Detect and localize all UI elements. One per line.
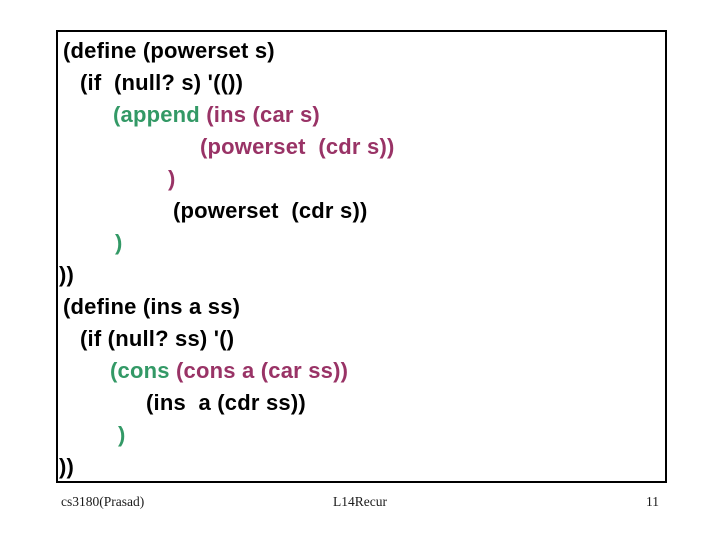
code-line: (if (null? ss) '() bbox=[80, 323, 665, 355]
code-token: (ins a (cdr ss)) bbox=[146, 390, 306, 415]
code-line: ) bbox=[115, 227, 665, 259]
code-line: (if (null? s) '(()) bbox=[80, 67, 665, 99]
code-token: (if (null? ss) '() bbox=[80, 326, 235, 351]
footer-lecture: L14Recur bbox=[333, 494, 387, 509]
code-token: (ins (car s) bbox=[206, 102, 320, 127]
footer: cs3180(Prasad) L14Recur 11 bbox=[0, 494, 720, 516]
code-line: (append (ins (car s) bbox=[113, 99, 665, 131]
footer-course: cs3180(Prasad) bbox=[61, 494, 145, 509]
code-token: (define (ins a ss) bbox=[63, 294, 241, 319]
code-line: (define (powerset s) bbox=[63, 35, 665, 67]
code-token: ) bbox=[115, 230, 123, 255]
code-token: (cons bbox=[110, 358, 176, 383]
code-line: ) bbox=[168, 163, 665, 195]
page-number: 11 bbox=[646, 494, 659, 509]
code-token: (cons a (car ss)) bbox=[176, 358, 349, 383]
code-line: )) bbox=[59, 259, 665, 291]
code-token: ) bbox=[168, 166, 176, 191]
code-line: (ins a (cdr ss)) bbox=[146, 387, 665, 419]
code-token: (powerset (cdr s)) bbox=[200, 134, 395, 159]
code-line: (define (ins a ss) bbox=[63, 291, 665, 323]
code-token: (powerset (cdr s)) bbox=[173, 198, 368, 223]
code-line: )) bbox=[59, 451, 665, 481]
code-box: (define (powerset s) (if (null? s) '(()) (… bbox=[56, 30, 667, 483]
code-line: (powerset (cdr s)) bbox=[173, 195, 665, 227]
code-line: ) bbox=[118, 419, 665, 451]
code-token: (append bbox=[113, 102, 207, 127]
code-token: (define (powerset s) bbox=[63, 38, 275, 63]
code-token: )) bbox=[59, 262, 75, 287]
code-token: ) bbox=[118, 422, 126, 447]
code-line: (powerset (cdr s)) bbox=[200, 131, 665, 163]
code-line: (cons (cons a (car ss)) bbox=[110, 355, 665, 387]
code-token: )) bbox=[59, 454, 75, 479]
code-token: (if (null? s) '(()) bbox=[80, 70, 244, 95]
